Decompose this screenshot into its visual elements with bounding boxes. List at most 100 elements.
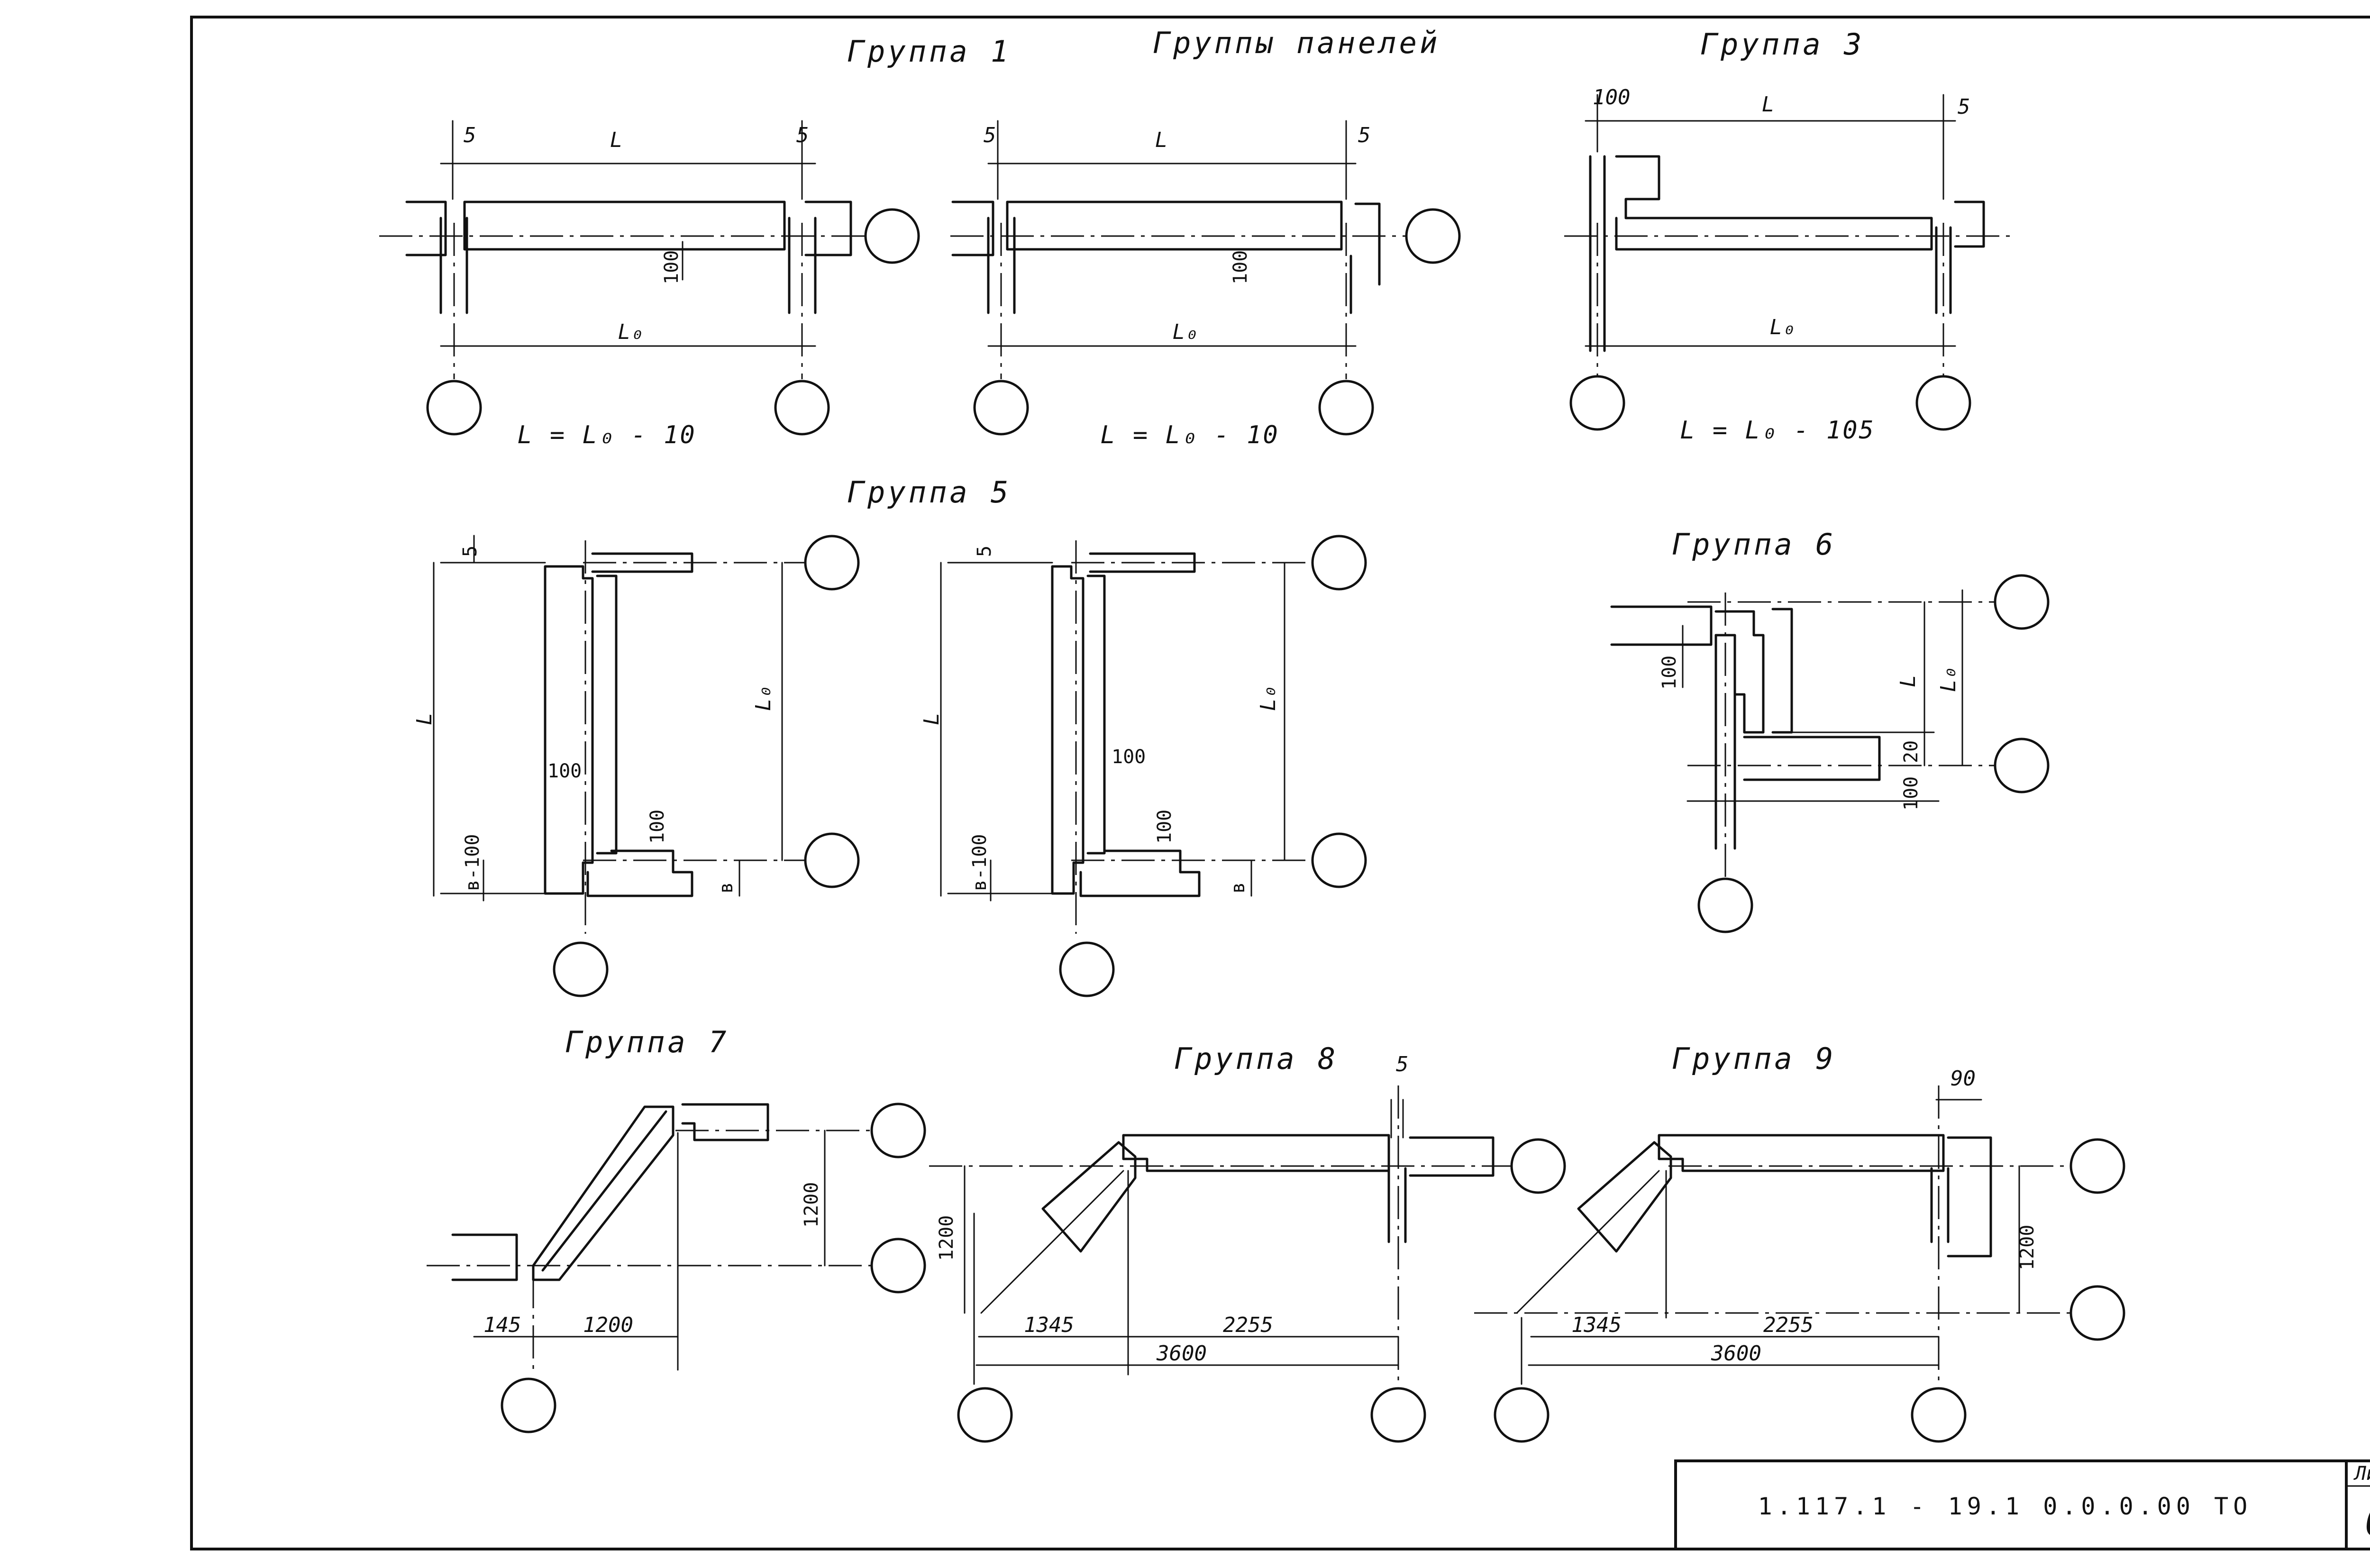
dim-5-left: 5 <box>464 123 476 147</box>
dim-L0: L₀ <box>1256 686 1280 711</box>
dim-L: L <box>412 713 437 726</box>
axis-marker-circle <box>870 1103 926 1158</box>
dim-1200-vertical: 1200 <box>801 1182 822 1228</box>
dim-2255: 2255 <box>1763 1313 1814 1337</box>
dim-L: L <box>1762 92 1775 117</box>
dim-5: 5 <box>459 546 481 557</box>
axis-marker-circle <box>804 832 860 888</box>
dim-b: в <box>715 882 737 893</box>
group-1: Группа 1 5 5 L 100 L₀ L = L₀ - 10 <box>379 34 1461 449</box>
main-title: Группы панелей <box>1153 26 1440 60</box>
title-block: 1.117.1 - 19.1 0.0.0.00 ТО Лист 6 <box>1674 1459 2370 1550</box>
dim-L: L <box>1896 675 1920 688</box>
dim-5-right: 5 <box>1358 123 1371 147</box>
dim-1200: 1200 <box>2016 1225 2038 1270</box>
axis-marker-circle <box>774 380 830 436</box>
axis-marker-circle <box>1370 1387 1426 1443</box>
dim-1200: 1200 <box>583 1313 633 1337</box>
group-3: Группа 3 100 5 L L₀ L = L₀ - 105 <box>1564 27 2014 445</box>
dim-b-100: в-100 <box>462 834 483 891</box>
dim-1345: 1345 <box>1024 1313 1074 1337</box>
dim-2255: 2255 <box>1223 1313 1273 1337</box>
axis-marker-circle <box>1059 941 1115 997</box>
axis-marker-circle <box>1911 1387 1967 1443</box>
axis-marker-circle <box>1915 375 1971 431</box>
dim-L0: L₀ <box>1770 315 1795 339</box>
dim-1345: 1345 <box>1571 1313 1622 1337</box>
axis-marker-circle <box>501 1377 556 1433</box>
dim-100: 100 <box>1900 776 1922 811</box>
dim-L0: L₀ <box>1173 320 1198 344</box>
axis-marker-circle <box>973 380 1029 436</box>
axis-marker-circle <box>957 1387 1013 1443</box>
group-8-title: Группа 8 <box>1174 1041 1339 1076</box>
dim-1200: 1200 <box>936 1215 957 1261</box>
group-5-title: Группа 5 <box>847 475 1012 510</box>
sheet-label: Лист <box>2353 1463 2370 1485</box>
group-7-title: Группа 7 <box>565 1025 729 1059</box>
group-6-title: Группа 6 <box>1672 527 1836 562</box>
dim-100: 100 <box>661 250 683 284</box>
axis-marker-circle <box>1697 877 1753 933</box>
sheet-frame <box>190 16 2370 1550</box>
group-1-diagram-b: 5 5 L 100 L₀ L = L₀ - 10 <box>950 120 1461 449</box>
dim-100: 100 <box>1230 250 1251 284</box>
axis-marker-circle <box>2069 1285 2125 1341</box>
dim-b: в <box>1227 882 1249 893</box>
axis-marker-circle <box>1569 375 1625 431</box>
sheet-number: 6 <box>2365 1496 2370 1546</box>
axis-marker-circle <box>1510 1138 1566 1194</box>
formula-group-1-a: L = L₀ - 10 <box>517 421 696 449</box>
dim-L: L <box>920 713 944 726</box>
group-9-title: Группа 9 <box>1672 1041 1836 1076</box>
axis-marker-circle <box>1405 208 1461 264</box>
formula-group-1-b: L = L₀ - 10 <box>1100 421 1279 449</box>
axis-marker-circle <box>870 1238 926 1294</box>
axis-marker-circle <box>1318 380 1374 436</box>
group-5-diagram-b: 5 L L₀ 100 100 в-100 в <box>920 535 1367 997</box>
dim-20: 20 <box>1900 740 1922 763</box>
dim-L0: L₀ <box>618 320 643 344</box>
formula-group-3: L = L₀ - 105 <box>1680 416 1875 445</box>
dim-145: 145 <box>483 1313 521 1337</box>
dim-3600: 3600 <box>1156 1341 1207 1366</box>
dim-L0: L₀ <box>751 686 775 711</box>
dim-5-left: 5 <box>984 123 996 147</box>
axis-marker-circle <box>1494 1387 1550 1443</box>
dim-100: 100 <box>1593 85 1630 109</box>
dim-L0: L₀ <box>1936 667 1960 692</box>
group-5: Группа 5 5 L L₀ 100 100 в-100 в <box>412 475 1367 997</box>
group-1-title: Группа 1 <box>847 34 1012 69</box>
dim-3600: 3600 <box>1711 1341 1761 1366</box>
axis-marker-circle <box>864 208 920 264</box>
dim-100: 100 <box>547 760 582 782</box>
group-1-diagram-a: 5 5 L 100 L₀ L = L₀ - 10 <box>379 120 920 449</box>
dim-L: L <box>1155 128 1168 152</box>
dim-b-100: в-100 <box>969 834 991 891</box>
axis-marker-circle <box>804 535 860 591</box>
axis-marker-circle <box>553 941 609 997</box>
dim-100: 100 <box>1154 810 1176 844</box>
dim-L: L <box>610 128 623 152</box>
axis-marker-circle <box>1311 832 1367 888</box>
axis-marker-circle <box>2069 1138 2125 1194</box>
group-5-diagram-a: 5 L L₀ 100 100 в-100 в <box>412 535 860 997</box>
axis-marker-circle <box>1311 535 1367 591</box>
group-9: Группа 9 90 1200 1345 2255 3600 <box>1474 1041 2125 1443</box>
document-code: 1.117.1 - 19.1 0.0.0.00 ТО <box>1758 1493 2252 1520</box>
dim-5-right: 5 <box>796 123 809 147</box>
dim-5: 5 <box>974 546 995 557</box>
dim-100: 100 <box>1659 656 1680 690</box>
axis-marker-circle <box>1994 574 2050 630</box>
dim-5: 5 <box>1958 95 1970 119</box>
dim-90: 90 <box>1951 1067 1976 1091</box>
axis-marker-circle <box>426 380 482 436</box>
dim-100: 100 <box>1112 746 1146 768</box>
group-6: Группа 6 100 L L₀ 20 100 <box>1610 527 2050 933</box>
group-3-title: Группа 3 <box>1700 27 1865 62</box>
group-8: Группа 8 5 1200 1345 2255 3600 <box>929 1041 1566 1443</box>
dim-5: 5 <box>1396 1052 1409 1076</box>
axis-marker-circle <box>1994 738 2050 793</box>
group-7: Группа 7 145 1200 1200 <box>427 1025 926 1433</box>
